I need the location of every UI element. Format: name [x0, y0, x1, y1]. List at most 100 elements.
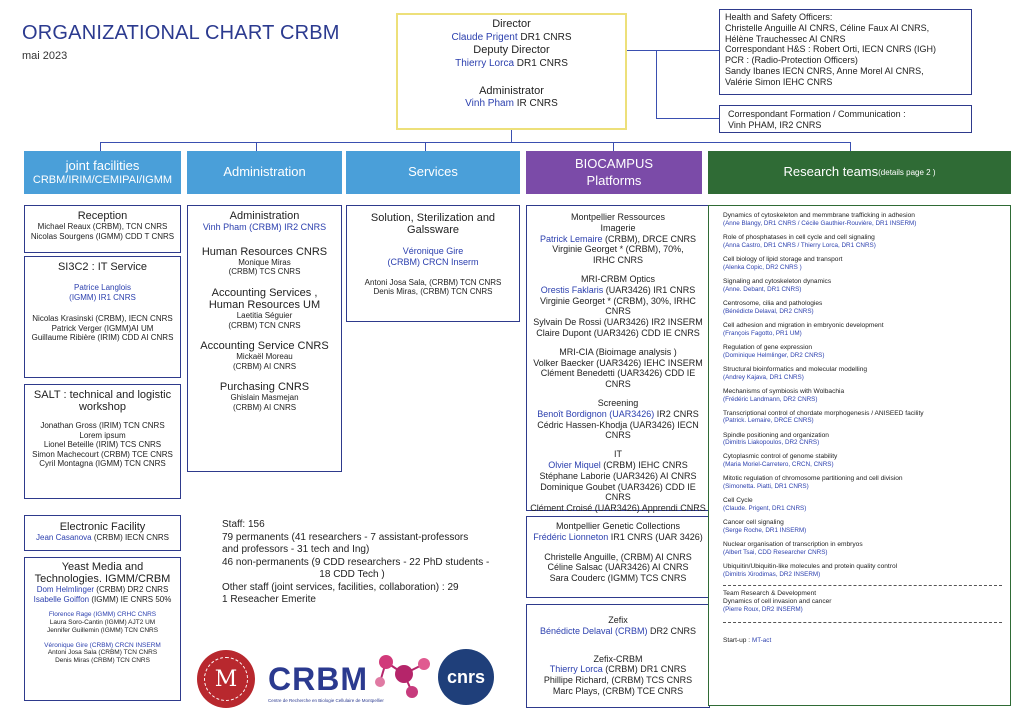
safety-box: Health and Safety Officers: Christelle A…: [719, 9, 972, 95]
hr-cnrs-line: (CRBM) TCS CNRS: [228, 267, 301, 277]
reception-line: Nicolas Sourgens (IGMM) CDD T CNRS: [30, 231, 175, 241]
it-service-line: Nicolas Krasinski (CRBM), IECN CNRS: [32, 314, 173, 324]
staff-line: Other staff (joint services, facilities,…: [222, 581, 459, 593]
it-service-line: Guillaume Ribière (IRIM) CDD AI CNRS: [31, 333, 174, 343]
staff-line: Staff: 156: [222, 519, 265, 530]
research-team-leader: (Dimitris Liakopoulos, DR2 CNRS): [723, 439, 820, 447]
research-team-leader: (Dimitris Xirodimas, DR2 INSERM): [723, 571, 821, 579]
zefix-box: Zefix Bénédicte Delaval (CRBM) DR2 CNRS …: [526, 604, 710, 708]
it-line: Clément Croisé (UAR3426) Apprendi CNRS: [530, 503, 706, 514]
connector: [656, 118, 719, 119]
yeast-line: Florence Rage (IGMM) CRHC CNRS: [48, 611, 157, 619]
zefix-crbm-line: Phillipe Richard, (CRBM) TCS CNRS: [543, 675, 693, 686]
zefix-lead: Bénédicte Delaval (CRBM): [539, 625, 648, 636]
mri-lead: Patrick Lemaire: [539, 233, 603, 244]
research-team: Cell biology of lipid storage and transp…: [723, 256, 1002, 271]
formation-box: Correspondant Formation / Communication …: [719, 105, 972, 133]
it-rank: (CRBM) IEHC CNRS: [600, 459, 688, 470]
services-title: Galssware: [407, 224, 459, 236]
safety-line: Health and Safety Officers:: [725, 12, 833, 22]
admin-section-title: Administration: [229, 210, 300, 222]
screening-lead: Benoît Bordignon (UAR3426): [537, 408, 655, 419]
genetic-line: Sara Couderc (IGMM) TCS CNRS: [549, 573, 687, 584]
molecule-icon: [375, 655, 430, 698]
zefix-title: Zefix: [608, 615, 628, 625]
research-team-leader: (Albert Tsai, CDD Researcher CNRS): [723, 549, 828, 557]
yeast-title: Technologies. IGMM/CRBM: [34, 573, 171, 585]
research-team-leader: (Anne Blangy, DR1 CNRS / Cécile Gauthier…: [723, 219, 917, 227]
research-team-name: Cytoplasmic control of genome stability: [723, 453, 838, 461]
mri-optics-rank: (UAR3426) IR1 CNRS: [603, 284, 696, 295]
connector: [511, 130, 512, 142]
salt-line: Cyril Montagna (IGMM) TCN CNRS: [39, 459, 166, 469]
connector: [850, 142, 851, 151]
research-team: Structural bioinformatics and molecular …: [723, 366, 1002, 381]
accounting-cnrs-line: (CRBM) AI CNRS: [232, 361, 297, 371]
safety-line: Christelle Anguille AI CNRS, Céline Faux…: [725, 22, 930, 33]
research-team-leader: (Andrey Kajava, DR1 CNRS): [723, 373, 804, 381]
yeast-line: Véronique Gire (CRBM) CRCN INSERM: [44, 641, 161, 649]
page-date: mai 2023: [22, 50, 68, 62]
it-service-lead-rank: (IGMM) IR1 CNRS: [69, 292, 136, 302]
it-service-title: SI3C2 : IT Service: [57, 261, 148, 273]
research-team-leader: (Alenka Copic, DR2 CNRS ): [723, 263, 802, 271]
research-team-leader: (Simonetta. Piatti, DR1 CNRS): [723, 483, 809, 491]
research-team-name: Nuclear organisation of transcription in…: [723, 541, 863, 549]
connector: [256, 142, 257, 151]
rd-team-leader: (Pierre Roux, DR2 INSERM): [723, 606, 803, 614]
yeast-title: Yeast Media and: [61, 561, 144, 573]
research-team: Dynamics of cytoskeleton and memmbrane t…: [723, 212, 1002, 227]
services-line: Antoni Josa Sala, (CRBM) TCN CNRS: [364, 277, 502, 287]
genetic-title: Montpellier Genetic Collections: [555, 521, 681, 531]
startup-name: MT-act: [751, 636, 772, 644]
electronic-lead: Jean Casanova: [36, 533, 92, 542]
rd-team-line: Team Research & Development: [723, 590, 817, 598]
services-box: Solution, Sterilization and Galssware Vé…: [346, 205, 520, 322]
it-line: Dominique Goubet (UAR3426) CDD IE CNRS: [540, 481, 696, 503]
staff-line: 46 non-permanents (9 CDD researchers - 2…: [222, 556, 490, 568]
header-biocampus-line1: BIOCAMPUS: [574, 156, 653, 172]
mri-lead-rank: (CRBM), DRCE CNRS: [602, 233, 697, 244]
research-team-name: Ubiquitin/Ubiquitin-like molecules and p…: [723, 563, 898, 571]
electronic-rank: (CRBM) IECN CNRS: [91, 533, 169, 542]
research-team: Cancer cell signaling(Serge Roche, DR1 I…: [723, 519, 1002, 534]
header-research-label: Research teams: [783, 164, 879, 180]
it-service-line: Patrick Verger (IGMM)AI UM: [51, 323, 154, 333]
research-team-name: Structural bioinformatics and molecular …: [723, 365, 868, 373]
mri-cia-title: MRI-CIA (Bioimage analysis ): [559, 346, 677, 357]
research-teams-list: Dynamics of cytoskeleton and memmbrane t…: [723, 212, 1002, 579]
rd-team-line: Dynamics of cell invasion and cancer: [723, 598, 832, 606]
zefix-lead-rank: DR2 CNRS: [647, 625, 697, 636]
formation-line: Correspondant Formation / Communication …: [728, 109, 906, 119]
header-services: Services: [346, 151, 520, 194]
mri-optics-line: Sylvain De Rossi (UAR3426) IR2 INSERM: [533, 317, 703, 328]
staff-line: 1 Reseacher Emerite: [222, 594, 316, 605]
staff-line: 79 permanents (41 researchers - 7 assist…: [222, 531, 469, 543]
hr-cnrs-line: Monique Miras: [238, 257, 291, 267]
salt-line: Jonathan Gross (IRIM) TCN CNRS: [40, 421, 165, 430]
accounting-um-line: (CRBM) TCN CNRS: [228, 320, 301, 330]
research-team-name: Cell Cycle: [723, 497, 753, 505]
director-label: Director: [492, 18, 531, 30]
mri-box: Montpellier Ressources Imagerie Patrick …: [526, 205, 710, 514]
university-seal-logo: M: [197, 650, 255, 708]
research-team: Transcriptional control of chordate morp…: [723, 410, 1002, 425]
research-team: Regulation of gene expression(Dominique …: [723, 344, 1002, 359]
services-lead: Véronique Gire: [402, 246, 464, 256]
screening-title: Screening: [597, 397, 639, 408]
reception-title: Reception: [77, 210, 128, 222]
research-team: Centrosome, cilia and pathologies(Bénédi…: [723, 300, 1002, 315]
staff-line: and professors - 31 tech and Ing): [222, 544, 370, 555]
administration-box: Administration Vinh Pham (CRBM) IR2 CNRS…: [187, 205, 342, 472]
connector: [100, 142, 850, 143]
yeast-lead: Dom Helmlinger: [36, 585, 95, 594]
screening-line: Cédric Hassen-Khodja (UAR3426) IECN CNRS: [537, 419, 699, 441]
screening-rank: IR2 CNRS: [654, 408, 699, 419]
page-title: ORGANIZATIONAL CHART CRBM: [22, 22, 340, 44]
accounting-um-title: Human Resources UM: [208, 298, 321, 311]
it-service-lead: Patrice Langlois: [74, 283, 131, 292]
research-team-name: Transcriptional control of chordate morp…: [723, 409, 924, 417]
services-lead-rank: (CRBM) CRCN Inserm: [387, 256, 479, 267]
